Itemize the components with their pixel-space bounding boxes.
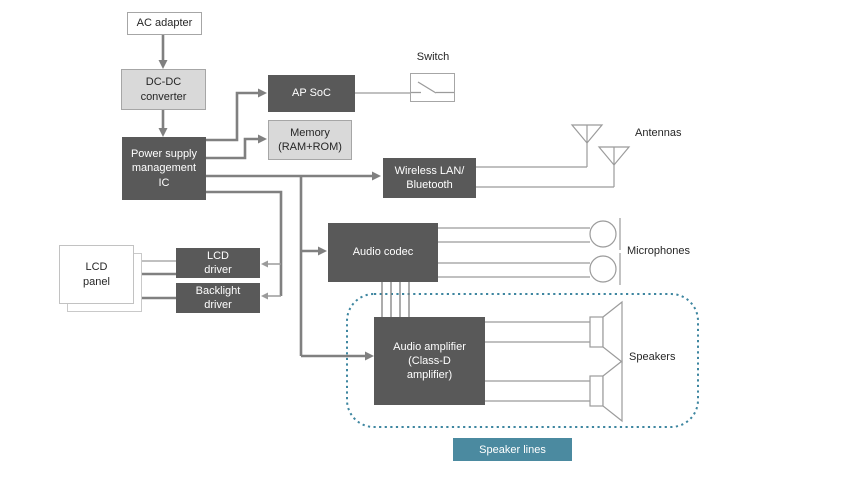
block-audio-amplifier: Audio amplifier (Class-D amplifier) [374,317,485,405]
block-memory: Memory (RAM+ROM) [268,120,352,160]
switch-label: Switch [416,51,450,63]
speaker-lines-wires [485,321,590,402]
block-ac-adapter: AC adapter [127,12,202,35]
antennas-label: Antennas [635,127,682,139]
block-ap-soc: AP SoC [268,75,355,112]
arrowheads [158,60,381,361]
antenna-lines [476,166,614,188]
speaker-icon [589,300,623,364]
block-backlight-driver: Backlight driver [176,283,260,313]
block-dc-dc-converter: DC-DC converter [121,69,206,110]
switch-icon [410,81,455,94]
switch-box [410,73,455,102]
antenna-icon [570,124,604,167]
codec-amp-bundle [381,282,410,317]
antenna-icon [597,146,631,187]
power-lines [161,35,372,358]
speakers-label: Speakers [629,351,676,363]
microphone-icon [589,253,621,285]
microphones-label: Microphones [627,245,690,257]
speaker-icon [589,359,623,423]
block-wireless-lan-bluetooth: Wireless LAN/ Bluetooth [383,158,476,198]
block-power-supply-ic: Power supply management IC [122,137,206,200]
arrowheads-small [261,260,268,300]
block-audio-codec: Audio codec [328,223,438,282]
speaker-lines-badge: Speaker lines [453,438,572,461]
driver-power-stubs [266,263,281,297]
microphone-icon [589,218,621,250]
block-lcd-driver: LCD driver [176,248,260,278]
block-lcd-panel: LCD panel [59,245,134,304]
microphone-lines [438,227,590,278]
